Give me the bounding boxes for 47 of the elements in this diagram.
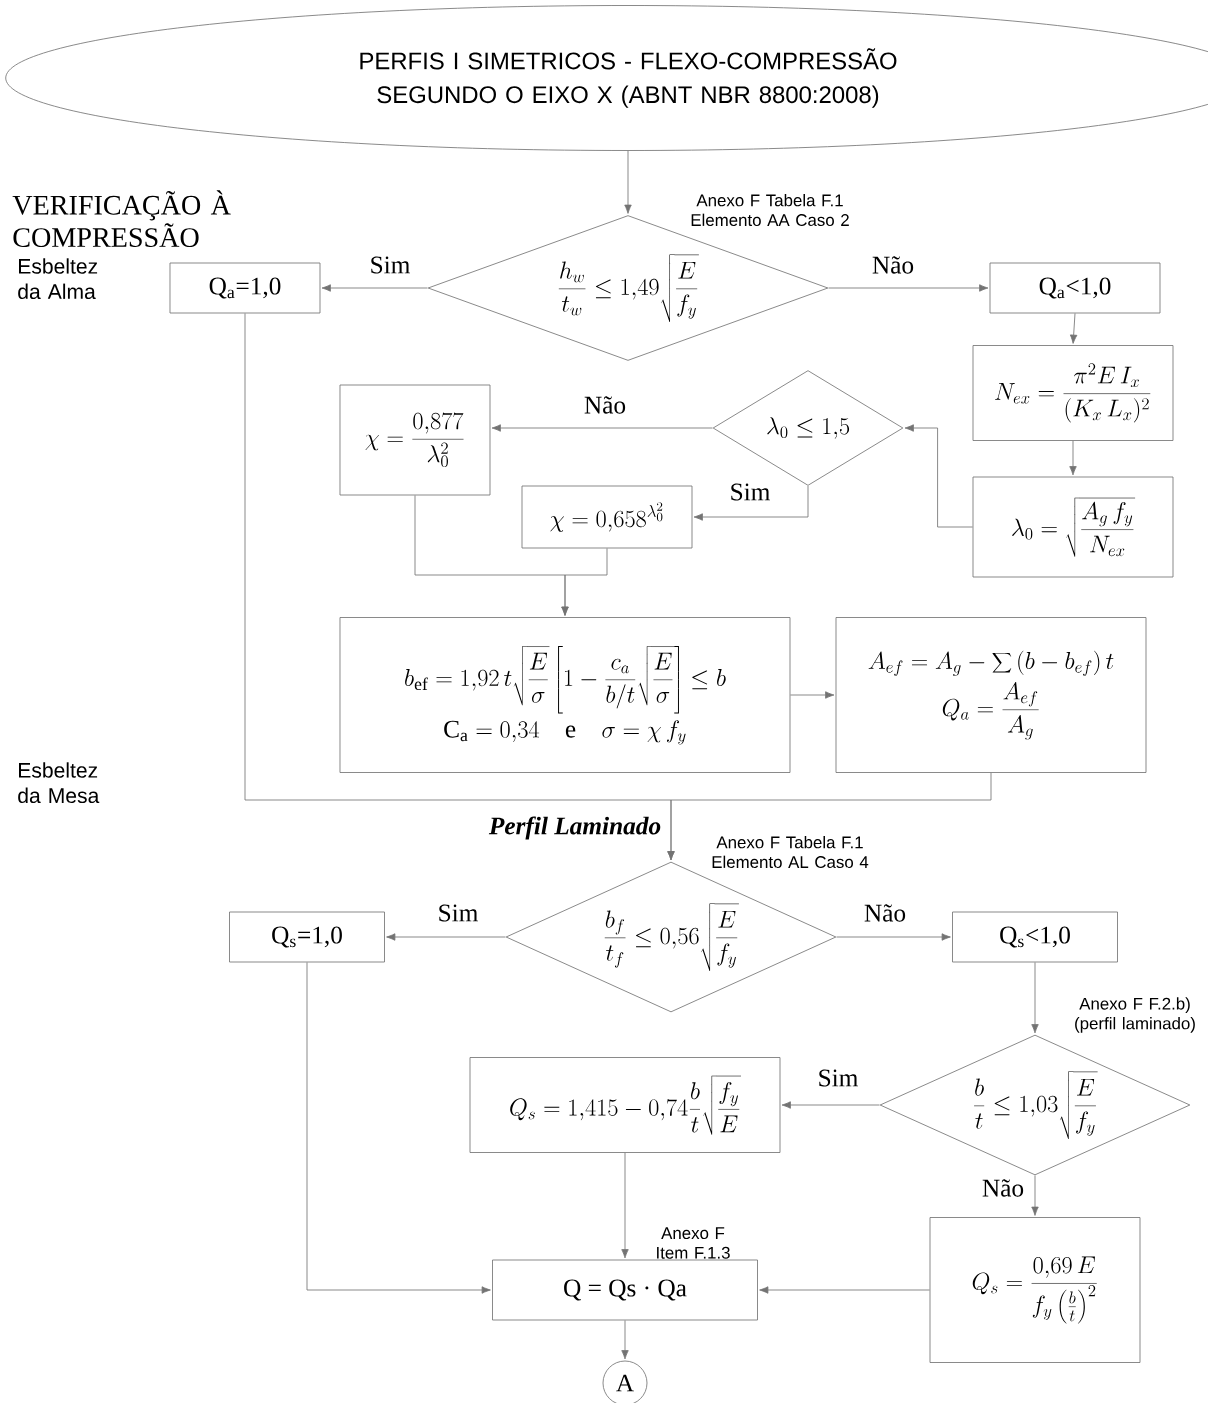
formula-box: $A_{ef}=A_g-\sum\left(b-b_{ef}\right)t$ $Q_a=\frac{A_{ef}}{A_g}$ <box>835 617 1147 773</box>
arrow <box>386 933 506 941</box>
formula-box: $Q_s=1{,}415-0{,}74\frac{b}{t}\sqrt{\frac{f_y}{E}}$ <box>469 1057 781 1153</box>
arrow <box>621 1320 629 1360</box>
edge-label: Não <box>870 254 916 276</box>
arrow <box>693 485 809 521</box>
edge-label: Não <box>582 394 628 416</box>
arrow <box>836 933 951 941</box>
formula-box: $\chi=0{,}658^{\lambda_0^2}$ <box>521 485 693 549</box>
edge-label: Sim <box>816 1068 860 1088</box>
arrow <box>624 150 632 214</box>
arrow <box>781 1101 880 1109</box>
side-label: Esbeltez da Alma <box>18 258 98 300</box>
arrow <box>561 548 608 616</box>
arrow <box>904 424 973 528</box>
side-label: Esbeltez da Mesa <box>18 762 100 804</box>
annotation-text: Anexo F Item F.1.3 <box>657 1227 730 1259</box>
process-box: Q = Qs · Qa <box>492 1259 758 1321</box>
process-box: Q$_{s}$<1,0 <box>952 911 1118 963</box>
arrow <box>306 962 491 1294</box>
process-box: Q$_{a}$<1,0 <box>989 262 1161 314</box>
annotation-text: Anexo F Tabela F.1 Elemento AA Caso 2 <box>691 194 849 227</box>
arrow <box>1031 962 1039 1034</box>
formula-box: $Q_s=\frac{0{,}69\, E}{f_y\left(\frac{b}{t}\right)^2}$ <box>929 1217 1141 1363</box>
heading-text: VERIFICAÇÃO À COMPRESSÃO <box>12 190 231 247</box>
arrow <box>621 1152 629 1259</box>
formula-box: $b_{\mathrm{ef}}=1{,}92\, t\sqrt{\frac{E}{\sigma}}\left[1-\frac{c_a}{b/t}\sqrt{\frac{E}{\sigma}}\right]\le b$ $\mathrm{C_a}=0{,}34\quad\mathrm{e}\quad\sigma=\chi\, f_y$ <box>339 617 791 773</box>
edge-label: Sim <box>436 903 480 923</box>
arrow <box>790 691 835 699</box>
formula-box: $\chi=\frac{0{,}877}{\lambda_0^2}$ <box>339 384 491 496</box>
arrow <box>1069 440 1077 476</box>
arrow <box>1031 1175 1039 1216</box>
process-box: Q$_{a}$=1,0 <box>169 262 321 314</box>
formula-box: $N_{ex}=\frac{\pi^2 E\, I_x}{(K_x\, L_x)^2}$ <box>972 345 1174 441</box>
annotation-text: Anexo F F.2.b) (perfil laminado) <box>1075 997 1195 1033</box>
edge-label: Não <box>980 1177 1026 1199</box>
edge-label: Não <box>862 902 908 924</box>
edge-label: Sim <box>368 255 412 275</box>
arrow <box>828 284 989 292</box>
arrow <box>491 424 713 432</box>
formula-box: $\lambda_0=\sqrt{\frac{A_g\, f_y}{N_{ex}}}$ <box>972 476 1174 578</box>
arrow <box>667 772 992 861</box>
edge-label: Perfil Laminado <box>487 815 663 841</box>
arrow <box>1069 313 1078 344</box>
arrow <box>321 284 428 292</box>
process-box: Q$_{s}$=1,0 <box>229 911 385 963</box>
arrow <box>759 1286 930 1294</box>
